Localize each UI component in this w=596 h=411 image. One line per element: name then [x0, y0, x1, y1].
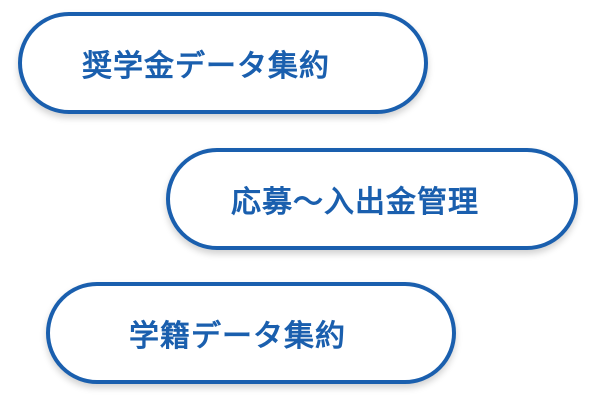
application-to-payment-management-label: 応募〜入出金管理 — [231, 185, 479, 220]
scholarship-data-aggregation-button[interactable]: 奨学金データ集約 — [18, 12, 428, 114]
student-record-data-aggregation-button[interactable]: 学籍データ集約 — [46, 282, 456, 384]
scholarship-data-aggregation-label: 奨学金データ集約 — [82, 49, 330, 84]
application-to-payment-management-button[interactable]: 応募〜入出金管理 — [166, 148, 578, 250]
student-record-data-aggregation-label: 学籍データ集約 — [129, 319, 346, 354]
